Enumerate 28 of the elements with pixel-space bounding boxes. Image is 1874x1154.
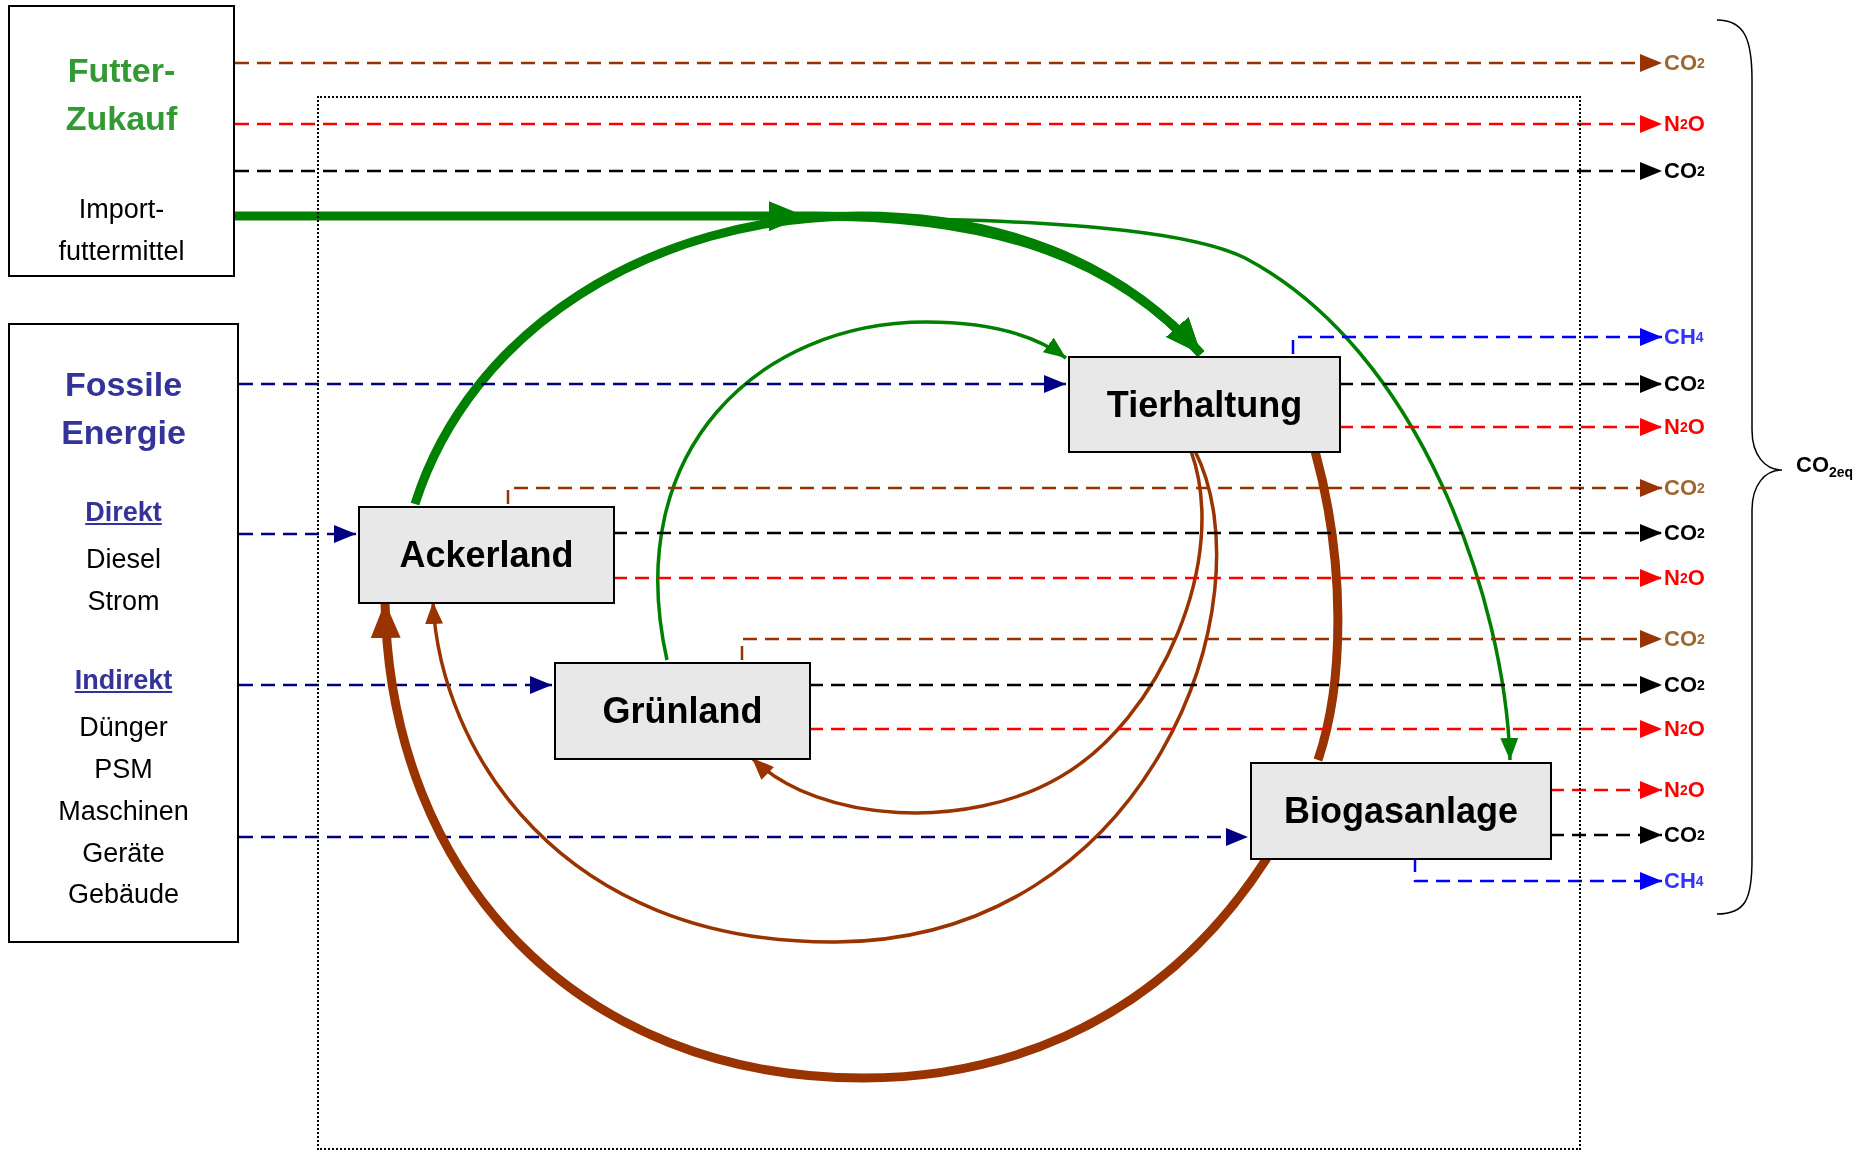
process-box: Ackerland <box>358 506 615 604</box>
dashed-arrow <box>740 630 1662 660</box>
flow-arrow <box>410 211 1205 506</box>
dashed-arrow <box>506 479 1662 504</box>
dashed-arrow <box>235 54 1662 72</box>
item-list: Diesel Strom <box>48 539 199 623</box>
dashed-arrow <box>1291 328 1662 354</box>
input-box <box>8 323 239 943</box>
system-boundary <box>317 96 1581 1150</box>
dashed-arrow <box>239 375 1066 393</box>
dashed-arrow <box>235 115 1662 133</box>
box-heading: Fossile Energie <box>60 364 187 453</box>
dashed-arrow <box>239 828 1248 846</box>
dashed-arrow <box>1413 858 1662 890</box>
subheading: Indirekt <box>73 664 174 697</box>
subheading: Direkt <box>84 496 163 529</box>
process-box: Grünland <box>554 662 811 760</box>
box-heading: Futter- Zukauf <box>64 50 179 139</box>
process-box: Tierhaltung <box>1068 356 1341 453</box>
item-list: Import- futtermittel <box>26 189 217 273</box>
item-list: Dünger PSM Maschinen Geräte Gebäude <box>51 707 196 917</box>
emission-total-label: CO$_{2eq}$ <box>1796 452 1854 481</box>
dashed-arrow <box>235 162 1662 180</box>
process-box: Biogasanlage <box>1250 762 1552 860</box>
input-box <box>8 5 235 277</box>
dashed-arrow <box>239 525 356 543</box>
dashed-arrow <box>239 676 552 694</box>
flow-arrow <box>656 320 1067 661</box>
